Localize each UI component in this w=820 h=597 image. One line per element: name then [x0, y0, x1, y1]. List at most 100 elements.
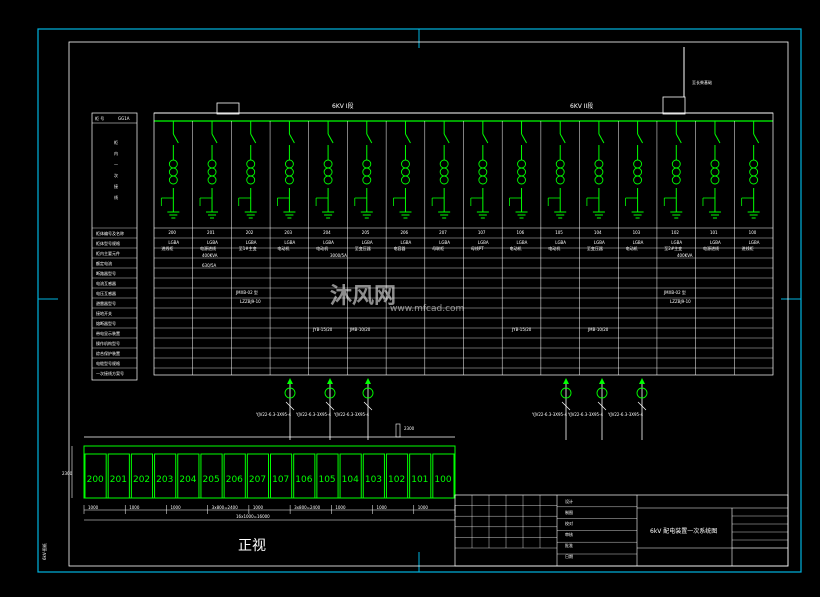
row-label: 额定电流: [96, 260, 112, 266]
cabinet-number: 207: [439, 230, 447, 235]
svg-text:柜: 柜: [114, 139, 118, 145]
cabinet-number: 200: [168, 230, 176, 235]
dim-label: 1000: [377, 505, 388, 510]
front-cabinet-number: 203: [156, 475, 173, 485]
row-label: 柜内主要元件: [96, 250, 120, 256]
front-cabinet: 207: [246, 453, 269, 499]
cabinet-spec: LGBA: [439, 240, 450, 245]
bus-left-label: 6KV I段: [332, 102, 354, 110]
inner-frame: [68, 41, 789, 567]
front-view: 2300 2300 16x1000=16000: [62, 423, 455, 521]
cabinet-number: 205: [362, 230, 370, 235]
row-label: 熔断器型号: [96, 320, 116, 326]
svg-text:日期: 日期: [565, 553, 573, 559]
row-label: 带电显示装置: [96, 330, 120, 336]
cabinet-name: 至变压器: [587, 245, 603, 251]
row-label: 电流互感器: [96, 280, 116, 286]
cabinet-spec: LGBA: [671, 240, 682, 245]
cabinet-number: 102: [671, 230, 679, 235]
dim-label: 3x800=2400: [294, 505, 321, 510]
dim-label: 1000: [335, 505, 346, 510]
feeder: YJV22-6.3-3X95-4: [567, 378, 608, 440]
front-cabinet: 206: [223, 453, 246, 499]
svg-text:批准: 批准: [565, 542, 573, 548]
svg-text:LZZBJ9-10: LZZBJ9-10: [240, 299, 261, 304]
svg-text:JYB-15/20: JYB-15/20: [511, 327, 532, 332]
svg-text:400KVA: 400KVA: [202, 253, 218, 258]
svg-text:2300: 2300: [62, 471, 73, 476]
front-cabinet-number: 102: [388, 475, 405, 485]
svg-text:JYB-15/20: JYB-15/20: [312, 327, 333, 332]
front-cabinet: 201: [107, 453, 130, 499]
svg-text:LZZBJ9-10: LZZBJ9-10: [670, 299, 691, 304]
bus-right-label: 6KV II段: [570, 102, 593, 110]
front-height-label: 2300: [404, 426, 415, 431]
cabinet-name: 电动机: [626, 245, 638, 251]
front-cabinet: 200: [84, 453, 107, 499]
svg-text:630/5A: 630/5A: [202, 263, 217, 268]
cabinet-name: 电源进线: [200, 245, 216, 251]
row-label: 一次接线方案号: [96, 370, 124, 376]
svg-text:次: 次: [114, 172, 118, 178]
cabinet-number: 204: [323, 230, 331, 235]
front-cabinet-number: 206: [226, 475, 243, 485]
front-cabinet: 101: [409, 453, 432, 499]
svg-text:审核: 审核: [565, 531, 573, 537]
feeder: YJV22-6.3-3X95-4: [333, 378, 374, 440]
front-cabinet: 107: [270, 453, 293, 499]
svg-text:JMB-10/20: JMB-10/20: [349, 327, 371, 332]
cabinet-spec: LGBA: [284, 240, 295, 245]
front-cabinet: 204: [177, 453, 200, 499]
cabinet-name: 母线PT: [471, 245, 484, 251]
row-label: 操作机构型号: [96, 340, 120, 346]
cabinet-number: 206: [400, 230, 408, 235]
row-label: 柜体型号规格: [96, 240, 120, 246]
cabinet-name: 至1#主变: [239, 245, 257, 251]
cabinet-number: 105: [555, 230, 563, 235]
dim-label: 1000: [170, 505, 181, 510]
cabinet-spec: LGBA: [633, 240, 644, 245]
cabinet-columns: 200LGBA进线柜201LGBA电源进线202LGBA至1#主变203LGBA…: [160, 121, 760, 375]
front-cabinet-number: 100: [434, 475, 451, 485]
cabinet-spec: LGBA: [478, 240, 489, 245]
dim-label: 3x800=2400: [212, 505, 239, 510]
cable-label: YJV22-6.3-3X95-4: [531, 412, 568, 417]
front-cabinet-number: 103: [365, 475, 382, 485]
row-label: 电缆型号规格: [96, 360, 120, 366]
cabinet-spec: LGBA: [749, 240, 760, 245]
cabinet-number: 101: [710, 230, 718, 235]
svg-text:线: 线: [114, 194, 118, 200]
cable-label: YJV22-6.3-3X95-4: [333, 412, 370, 417]
cabinet-number: 104: [594, 230, 602, 235]
cabinet-name: 电动机: [548, 245, 560, 251]
cabinet-name: 进线柜: [161, 245, 173, 251]
front-cabinet: 100: [432, 453, 455, 499]
cabinet-name: 母联柜: [432, 245, 444, 251]
front-cabinet-number: 200: [87, 475, 104, 485]
row-label: 断路器型号: [96, 270, 116, 276]
svg-text:JMXB-02 型: JMXB-02 型: [663, 289, 686, 295]
svg-text:3000/5A: 3000/5A: [330, 253, 347, 258]
cabinet-spec: LGBA: [362, 240, 373, 245]
dim-label: 1000: [88, 505, 99, 510]
svg-text:JMB-10/20: JMB-10/20: [587, 327, 609, 332]
front-cabinet: 202: [130, 453, 154, 499]
title-block: 6kV 配电装置一次系统图 设计 制图 校对 审核 批准 日期: [454, 494, 789, 567]
svg-text:接: 接: [114, 183, 118, 189]
cable-label: YJV22-6.3-3X95-4: [255, 412, 292, 417]
cabinet-number: 202: [246, 230, 254, 235]
cabinet-number: 106: [517, 230, 525, 235]
feeder: YJV22-6.3-3X95-4: [295, 378, 336, 440]
feeder: YJV22-6.3-3X95-4: [607, 378, 648, 440]
front-cabinet: 104: [339, 453, 362, 499]
